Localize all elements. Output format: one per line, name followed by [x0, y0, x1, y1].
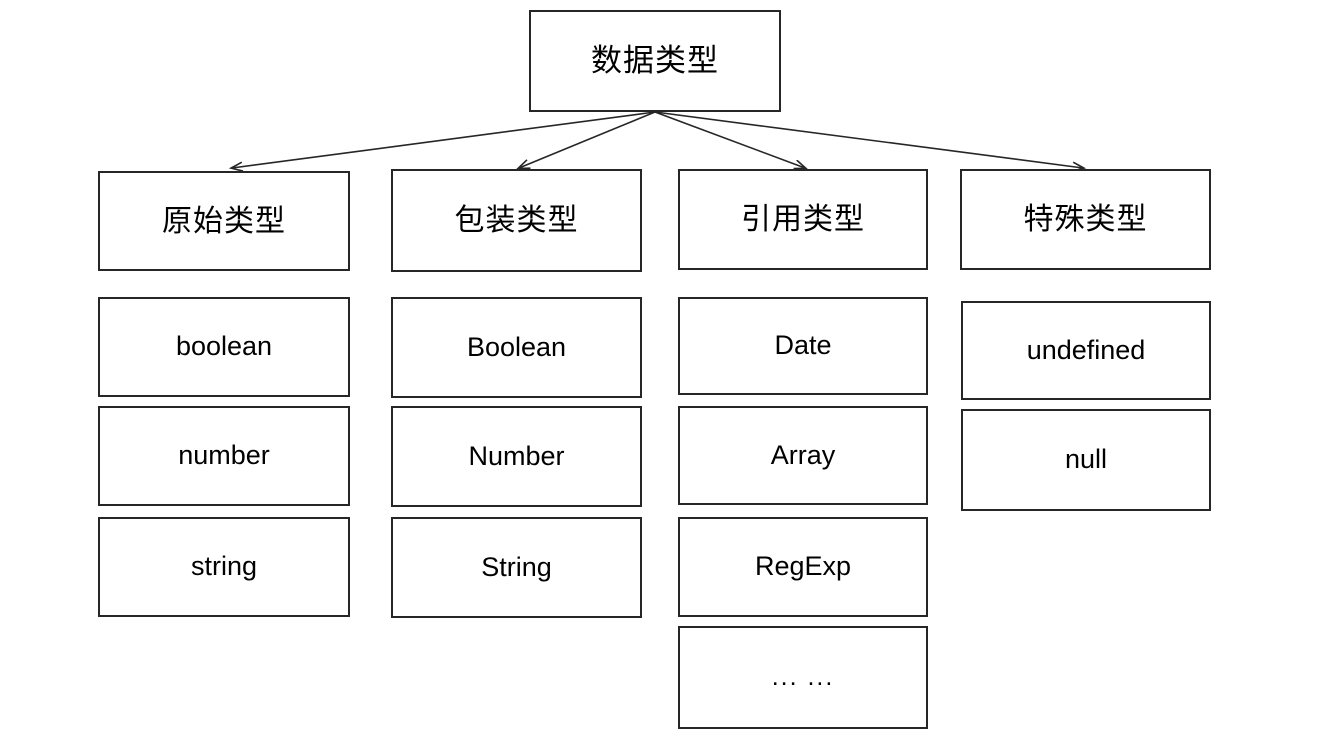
root-node-data-type: 数据类型 — [529, 10, 781, 112]
leaf-node-label: undefined — [1026, 334, 1146, 365]
leaf-node-label: Date — [774, 330, 832, 361]
root-node-label: 数据类型 — [591, 42, 719, 79]
category-node-special-types: 特殊类型 — [960, 169, 1211, 270]
leaf-node-boolean: boolean — [98, 297, 350, 397]
leaf-node-label: Boolean — [466, 331, 567, 362]
leaf-node-boolean: Boolean — [391, 297, 642, 398]
leaf-node-number: Number — [391, 406, 642, 507]
leaf-node-string: string — [98, 517, 350, 617]
edge-root-to-primitive — [232, 111, 656, 168]
leaf-node-label: ... ... — [771, 662, 835, 691]
leaf-node-undefined: undefined — [961, 301, 1211, 400]
leaf-node-label: Array — [770, 439, 836, 470]
leaf-node-label: RegExp — [754, 551, 852, 582]
leaf-node-date: Date — [678, 297, 928, 395]
leaf-node-more: ... ... — [678, 626, 928, 729]
category-node-wrapper-types: 包装类型 — [391, 169, 642, 272]
leaf-node-null: null — [961, 409, 1211, 511]
leaf-node-label: boolean — [175, 331, 273, 362]
leaf-node-label: null — [1064, 444, 1108, 475]
leaf-node-label: number — [178, 440, 270, 471]
leaf-node-label: Number — [468, 440, 565, 471]
category-node-label: 引用类型 — [741, 202, 865, 237]
leaf-node-array: Array — [678, 406, 928, 505]
category-node-label: 包装类型 — [454, 203, 579, 238]
leaf-node-regexp: RegExp — [678, 517, 928, 617]
category-node-primitive-types: 原始类型 — [98, 171, 350, 271]
leaf-node-string: String — [391, 517, 642, 618]
category-node-label: 特殊类型 — [1023, 202, 1148, 237]
edge-root-to-reference — [654, 111, 805, 168]
leaf-node-number: number — [98, 406, 350, 506]
leaf-node-label: String — [481, 551, 552, 582]
category-node-reference-types: 引用类型 — [678, 169, 928, 270]
edge-root-to-special — [654, 111, 1083, 168]
leaf-node-label: string — [190, 551, 258, 582]
category-node-label: 原始类型 — [162, 203, 286, 239]
edge-root-to-wrapper — [519, 111, 656, 168]
